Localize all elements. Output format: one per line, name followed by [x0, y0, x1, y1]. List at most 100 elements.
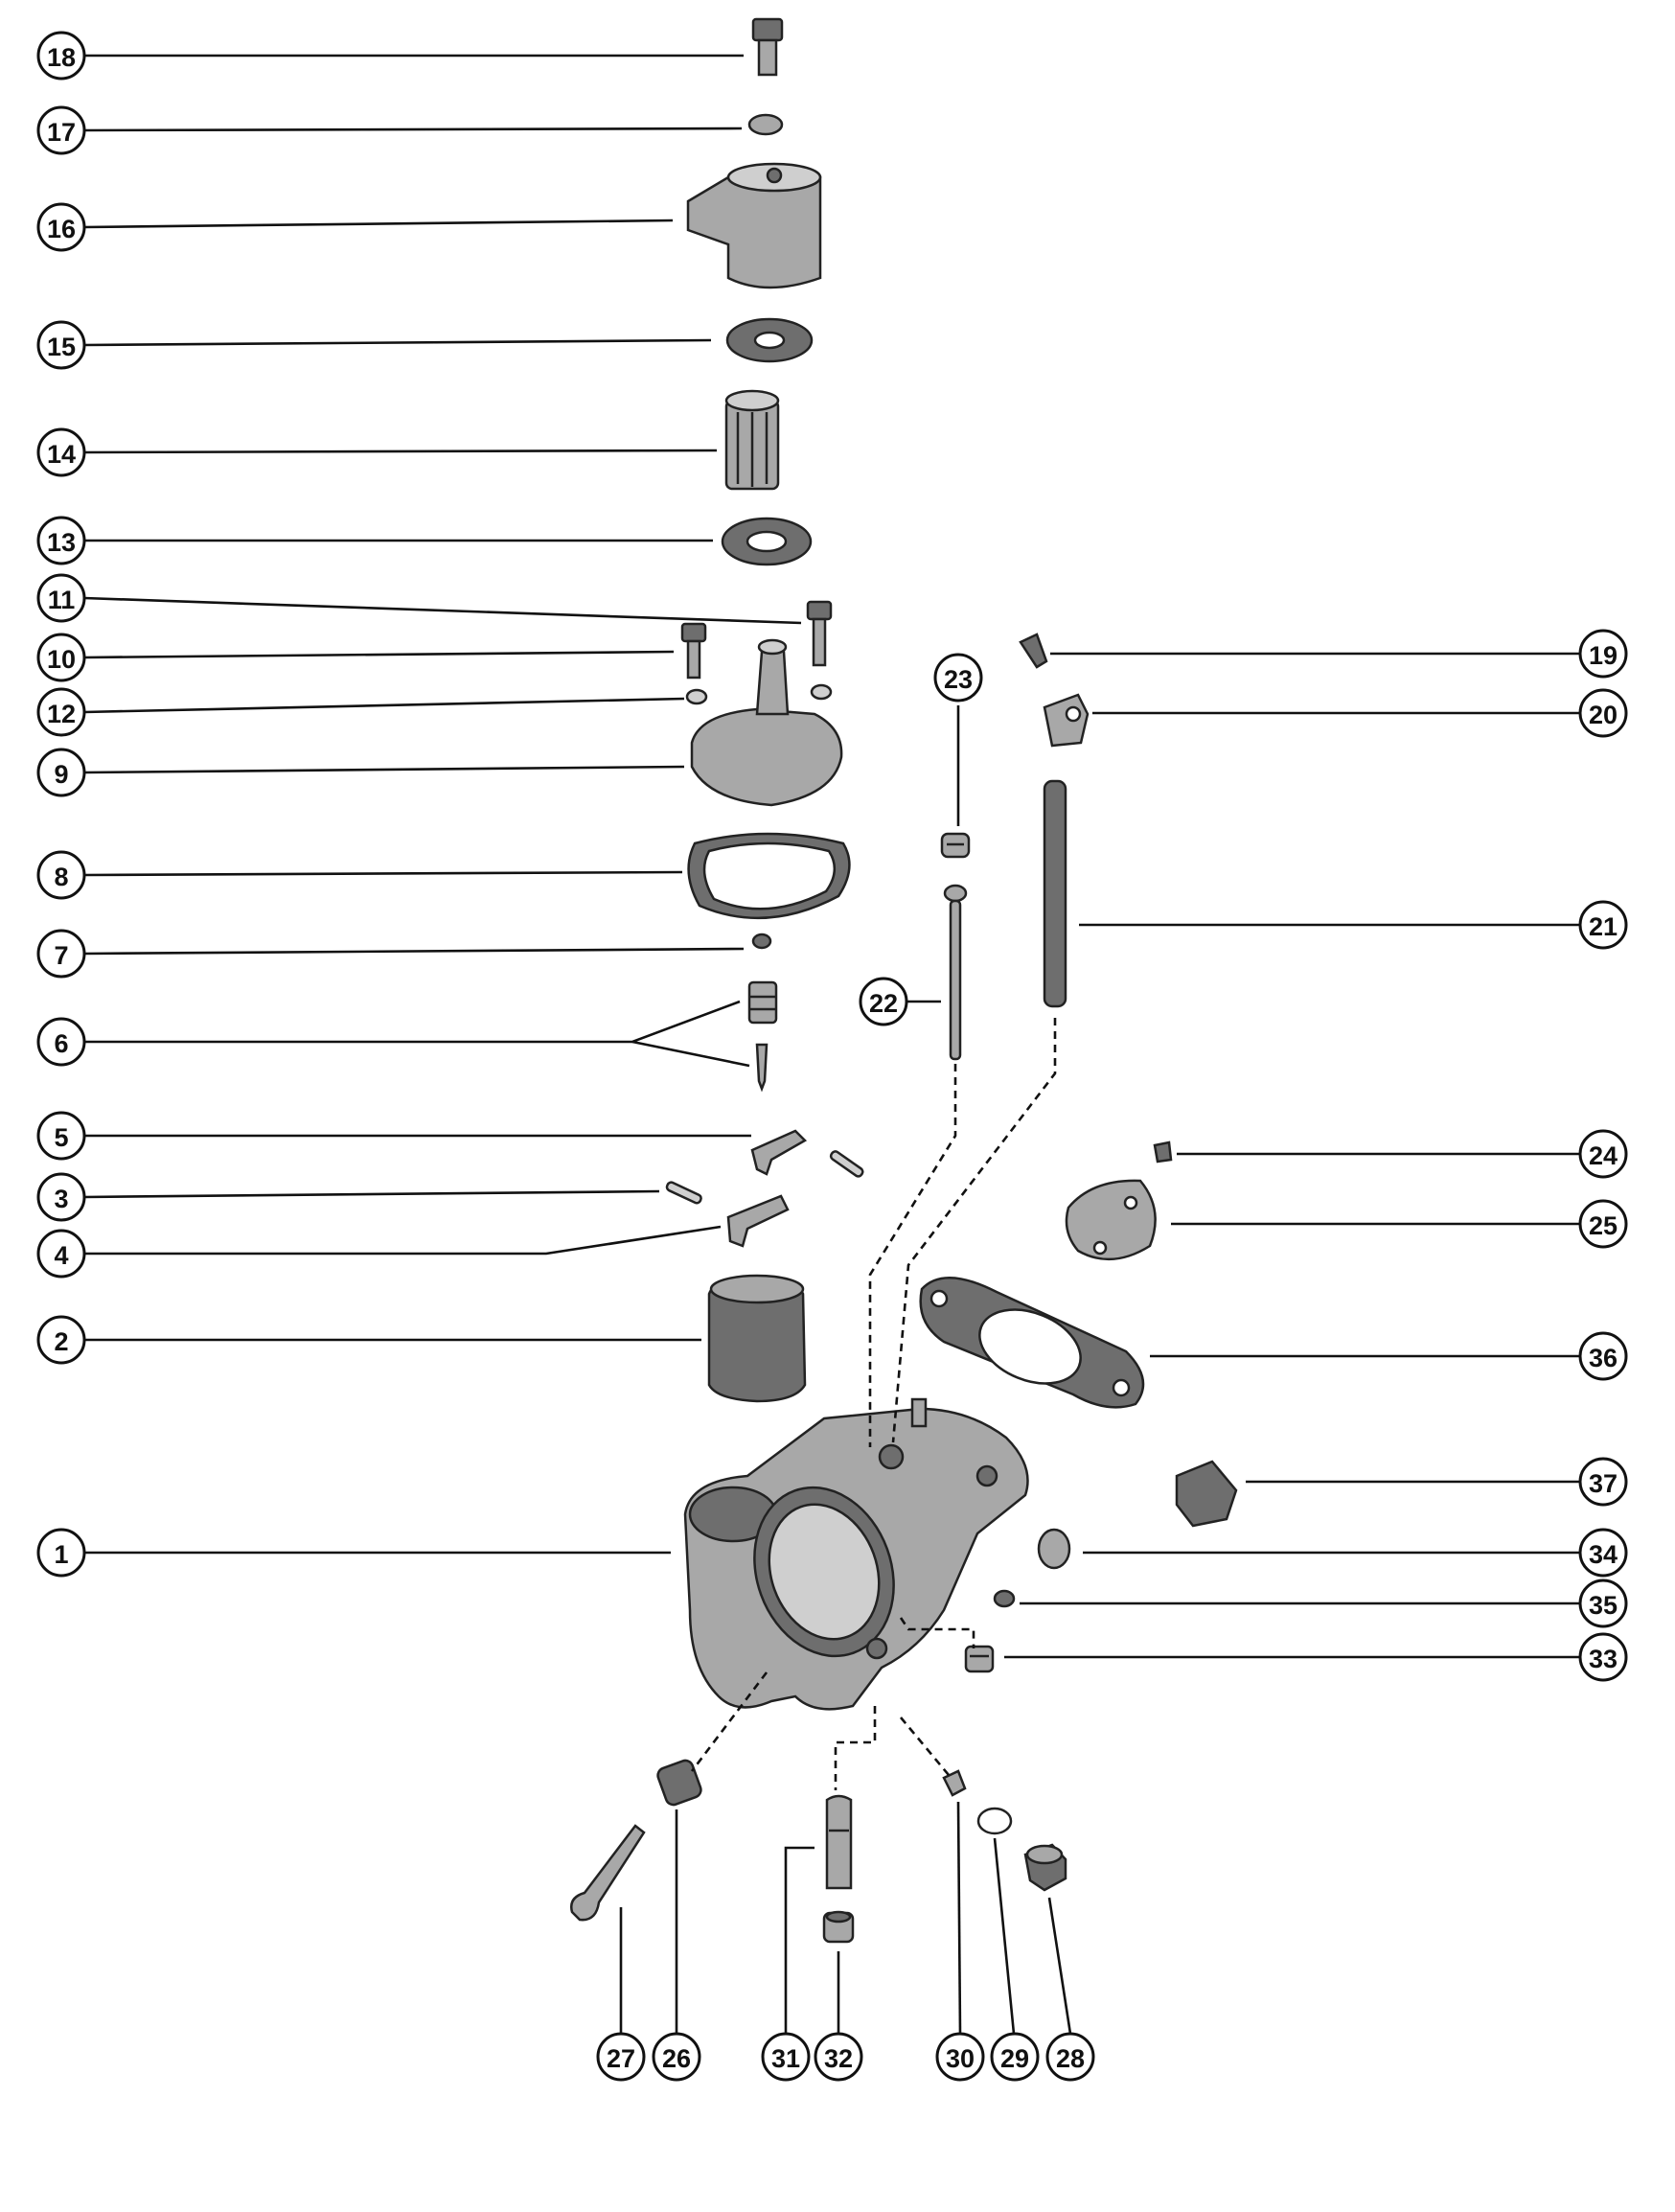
part-28-plug	[1023, 1843, 1067, 1892]
part-13-gasket	[721, 517, 813, 566]
part-10-screw	[680, 622, 707, 680]
svg-text:19: 19	[1589, 641, 1618, 670]
svg-text:16: 16	[47, 215, 76, 243]
svg-text:22: 22	[869, 989, 898, 1018]
svg-text:24: 24	[1589, 1141, 1618, 1170]
part-8-gasket	[687, 832, 851, 920]
callout-20: 20	[1578, 688, 1628, 738]
part-14-filter-screen	[724, 389, 780, 491]
svg-text:34: 34	[1589, 1540, 1618, 1569]
part-5-float-arm	[750, 1129, 808, 1176]
part-35-plug	[993, 1589, 1016, 1608]
callout-8: 8	[36, 850, 86, 900]
part-2-float	[707, 1274, 807, 1403]
part-12-lockwasher	[810, 683, 833, 701]
callout-32: 32	[814, 2032, 863, 2082]
part-27-needle-valve	[570, 1824, 646, 1922]
part-37-clip	[1175, 1460, 1238, 1528]
part-30-screw	[942, 1769, 967, 1797]
callout-13: 13	[36, 516, 86, 565]
callout-19: 19	[1578, 629, 1628, 679]
callout-18: 18	[36, 31, 86, 81]
callout-34: 34	[1578, 1528, 1628, 1578]
part-12-lockwasher	[685, 688, 708, 705]
part-17-washer	[747, 113, 784, 136]
callout-17: 17	[36, 105, 86, 155]
svg-text:28: 28	[1056, 2044, 1085, 2073]
svg-text:30: 30	[946, 2044, 975, 2073]
callout-30: 30	[935, 2032, 985, 2082]
part-33-screw	[964, 1645, 995, 1673]
callout-35: 35	[1578, 1578, 1628, 1628]
callout-11: 11	[36, 573, 86, 623]
part-7-ball	[751, 933, 772, 950]
svg-text:2: 2	[54, 1327, 68, 1356]
part-16-filter-cover	[686, 162, 822, 289]
callout-23: 23	[933, 653, 983, 703]
part-24-screw	[1153, 1141, 1173, 1164]
part-25-plate	[1065, 1179, 1157, 1261]
callout-31: 31	[761, 2032, 811, 2082]
part-19-screw	[1019, 633, 1048, 669]
svg-text:26: 26	[662, 2044, 691, 2073]
part-4-float-arm	[726, 1194, 790, 1248]
callout-27: 27	[596, 2032, 646, 2082]
callout-22: 22	[859, 977, 908, 1026]
callout-25: 25	[1578, 1199, 1628, 1249]
part-36-gasket	[919, 1277, 1145, 1409]
part-31-jet	[825, 1794, 853, 1890]
callout-28: 28	[1045, 2032, 1095, 2082]
callout-7: 7	[36, 929, 86, 979]
svg-text:37: 37	[1589, 1469, 1618, 1498]
part-22-rod	[943, 884, 968, 1061]
svg-text:20: 20	[1589, 701, 1618, 729]
svg-text:29: 29	[1000, 2044, 1029, 2073]
part-26-spring	[656, 1759, 702, 1807]
part-6-needle-seat	[747, 980, 778, 1093]
leader-lines	[83, 54, 1579, 2035]
svg-text:17: 17	[47, 118, 76, 147]
callout-16: 16	[36, 202, 86, 252]
svg-text:36: 36	[1589, 1344, 1618, 1372]
part-23-cap	[940, 832, 971, 859]
svg-text:25: 25	[1589, 1211, 1618, 1240]
svg-text:9: 9	[54, 760, 68, 789]
callout-29: 29	[990, 2032, 1040, 2082]
svg-text:14: 14	[47, 440, 76, 469]
callout-4: 4	[36, 1229, 86, 1279]
callout-1: 1	[36, 1528, 86, 1578]
svg-text:11: 11	[48, 586, 76, 614]
callout-9: 9	[36, 748, 86, 797]
svg-text:1: 1	[54, 1540, 68, 1569]
callout-21: 21	[1578, 900, 1628, 950]
callout-3: 3	[36, 1172, 86, 1222]
callout-36: 36	[1578, 1331, 1628, 1381]
callout-14: 14	[36, 427, 86, 477]
svg-text:13: 13	[47, 528, 76, 557]
svg-text:12: 12	[47, 700, 76, 728]
svg-text:10: 10	[47, 645, 76, 674]
part-21-link-rod	[1043, 779, 1067, 1008]
parts-illustration	[570, 17, 1238, 1944]
svg-text:6: 6	[54, 1029, 68, 1058]
svg-text:32: 32	[824, 2044, 853, 2073]
part-34-plug	[1037, 1528, 1071, 1570]
part-3-pin	[829, 1150, 864, 1178]
svg-text:4: 4	[54, 1241, 68, 1270]
part-29-washer	[976, 1807, 1013, 1835]
svg-text:5: 5	[54, 1123, 68, 1152]
part-11-screw	[806, 600, 833, 667]
callout-37: 37	[1578, 1457, 1628, 1507]
callout-26: 26	[652, 2032, 701, 2082]
svg-text:7: 7	[54, 941, 68, 970]
callout-15: 15	[36, 320, 86, 370]
callout-2: 2	[36, 1315, 86, 1365]
part-32-nozzle	[822, 1910, 855, 1944]
svg-text:18: 18	[47, 43, 76, 72]
svg-text:15: 15	[47, 333, 76, 361]
svg-text:21: 21	[1589, 912, 1618, 941]
part-3-pin	[665, 1181, 702, 1205]
callout-10: 10	[36, 633, 86, 682]
part-9-cover	[690, 638, 843, 807]
